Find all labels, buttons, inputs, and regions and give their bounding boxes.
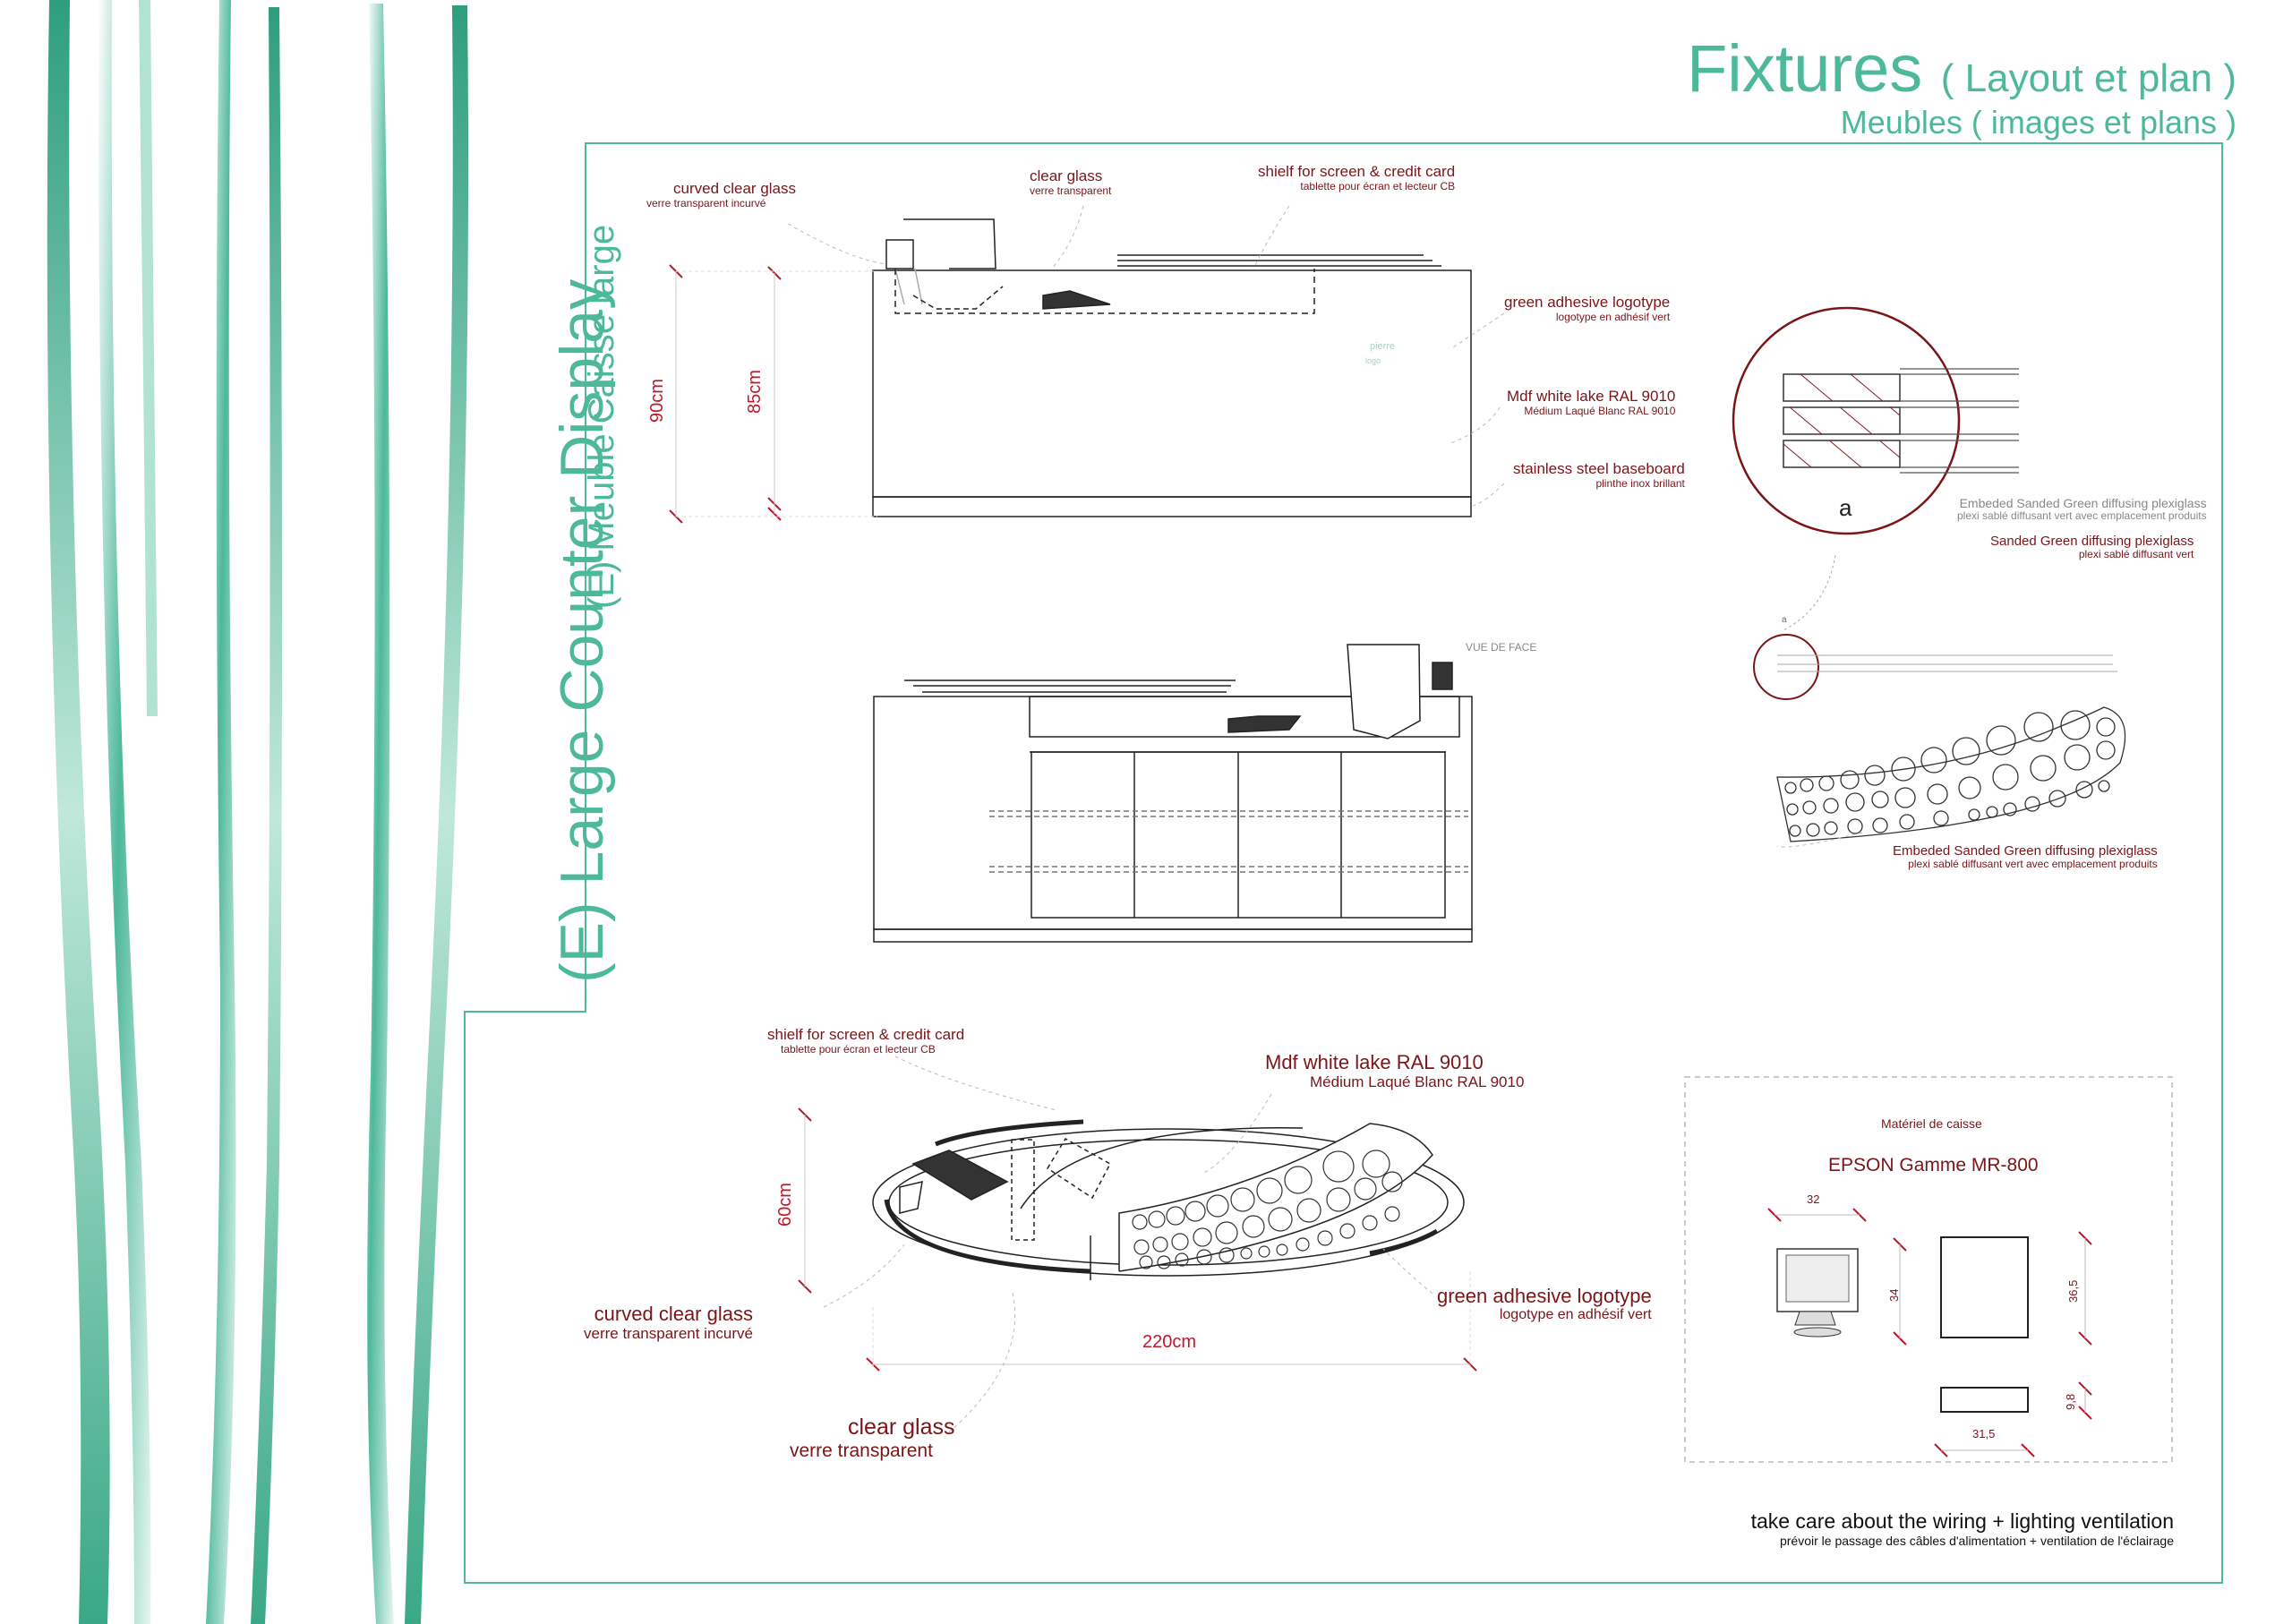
label-embedded-bottom: Embeded Sanded Green diffusing plexiglas… bbox=[1893, 843, 2158, 871]
label-plan-mdf: Mdf white lake RAL 9010 Médium Laqué Bla… bbox=[1265, 1051, 1525, 1091]
detail-circle bbox=[1732, 306, 2117, 700]
dim-60cm: 60cm bbox=[775, 1183, 795, 1227]
detail-marker-a: a bbox=[1839, 494, 1852, 521]
front-elevation bbox=[873, 644, 1473, 943]
drawing-frame bbox=[464, 142, 2223, 1584]
side-elevation: pierre logo bbox=[872, 218, 1472, 517]
label-shelf: shielf for screen & credit card tablette… bbox=[1258, 163, 1456, 192]
label-sanded-plexi: Sanded Green diffusing plexiglass plexi … bbox=[1990, 534, 2194, 561]
plan-dimensions bbox=[798, 1107, 1477, 1372]
dim-85cm: 85cm bbox=[745, 370, 765, 414]
label-curved-glass: curved clear glass verre transparent inc… bbox=[646, 180, 797, 209]
svg-text:logo: logo bbox=[1365, 356, 1381, 365]
label-embedded-top: Embeded Sanded Green diffusing plexiglas… bbox=[1957, 496, 2207, 523]
svg-text:pierre: pierre bbox=[1370, 341, 1395, 352]
label-plan-clear-glass: clear glass verre transparent bbox=[790, 1415, 955, 1461]
dim-220cm: 220cm bbox=[1142, 1332, 1197, 1352]
label-plan-logo: green adhesive logotype logotype en adhé… bbox=[1437, 1285, 1652, 1323]
epson-box bbox=[1684, 1076, 2173, 1463]
dim-9-8: 9,8 bbox=[2064, 1393, 2077, 1410]
page-subtitle: Meubles ( images et plans ) bbox=[1840, 104, 2236, 141]
plan-circles bbox=[1132, 1150, 1403, 1269]
dim-31-5: 31,5 bbox=[1972, 1427, 1996, 1440]
label-plan-shelf: shielf for screen & credit card tablette… bbox=[767, 1026, 965, 1056]
page-title-suffix: ( Layout et plan ) bbox=[1940, 56, 2236, 100]
plan-view bbox=[872, 1119, 1465, 1280]
dim-36-5: 36,5 bbox=[2066, 1279, 2080, 1303]
decorative-grass bbox=[47, 0, 469, 1624]
dim-90cm: 90cm bbox=[647, 379, 667, 423]
wiring-note: take care about the wiring + lighting ve… bbox=[1750, 1509, 2174, 1548]
label-mdf: Mdf white lake RAL 9010 Médium Laqué Bla… bbox=[1507, 388, 1676, 417]
label-clear-glass: clear glass verre transparent bbox=[1030, 167, 1112, 197]
dim-32: 32 bbox=[1807, 1192, 1820, 1206]
elevation-dimensions bbox=[669, 264, 877, 524]
epson-title: EPSON Gamme MR-800 bbox=[1828, 1155, 2039, 1175]
dim-34: 34 bbox=[1887, 1288, 1901, 1302]
leader-lines bbox=[787, 205, 1863, 1433]
plexiglass-panel bbox=[1776, 706, 2126, 842]
label-front-view: VUE DE FACE bbox=[1466, 641, 1537, 654]
label-logo: green adhesive logotype logotype en adhé… bbox=[1504, 294, 1671, 323]
label-plan-curved-glass: curved clear glass verre transparent inc… bbox=[584, 1303, 753, 1343]
epson-kicker: Matériel de caisse bbox=[1881, 1116, 1982, 1131]
detail-marker-a-small: a bbox=[1782, 615, 1787, 625]
section-subtitle: (E) Meuble Caisse large bbox=[582, 224, 621, 609]
page-title: Fixtures ( Layout et plan ) bbox=[1687, 31, 2236, 106]
label-baseboard: stainless steel baseboard plinthe inox b… bbox=[1513, 460, 1685, 490]
